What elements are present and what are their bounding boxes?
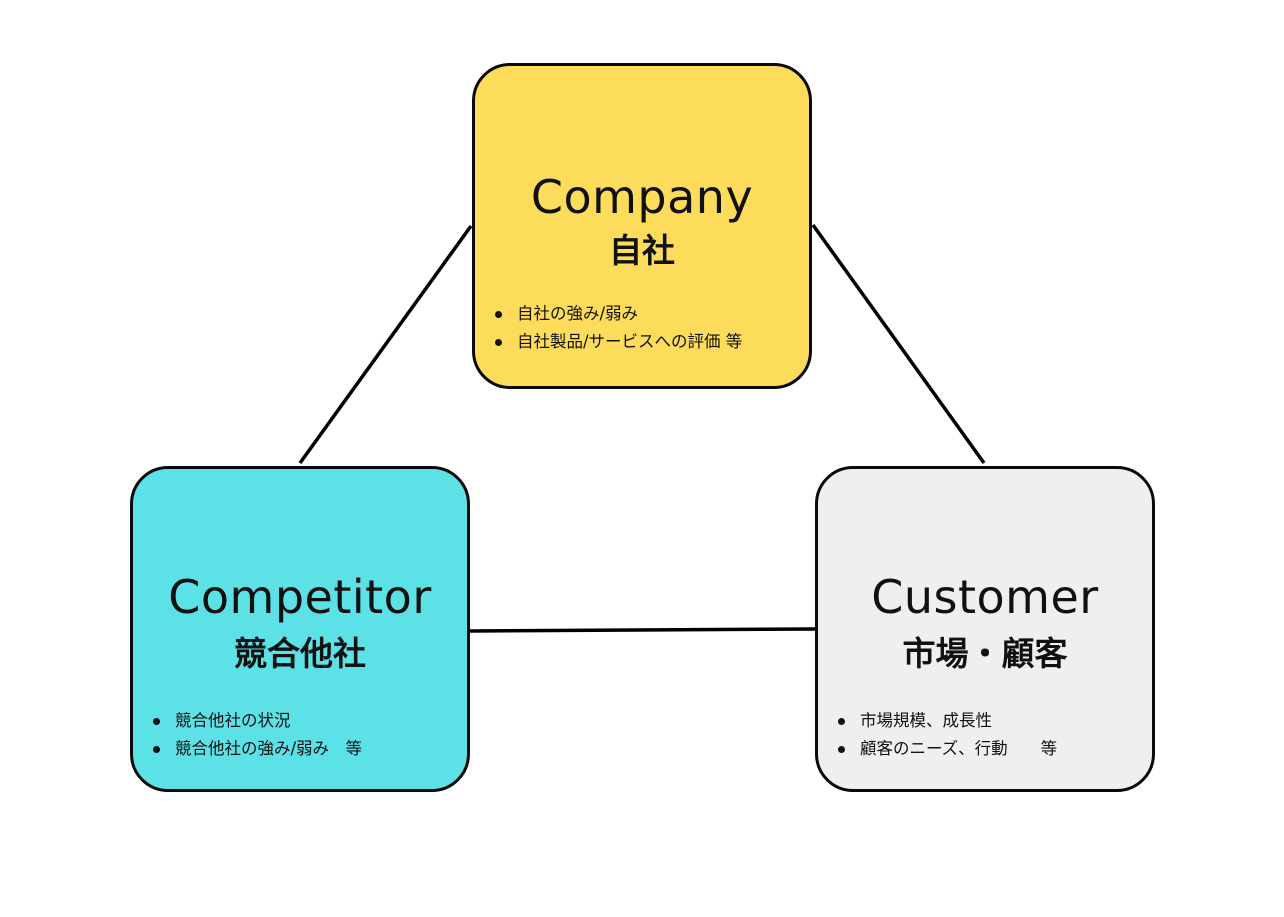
list-item: 自社製品/サービスへの評価 等 [495,328,809,356]
customer-title: Customer [871,570,1099,624]
competitor-subtitle: 競合他社 [234,634,366,673]
competitor-node: Competitor 競合他社 競合他社の状況 競合他社の強み/弱み 等 [130,466,470,792]
customer-item-list: 市場規模、成長性 顧客のニーズ、行動 等 [818,707,1152,763]
list-item: 競合他社の強み/弱み 等 [153,735,467,763]
company-item-list: 自社の強み/弱み 自社製品/サービスへの評価 等 [475,300,809,356]
company-node: Company 自社 自社の強み/弱み 自社製品/サービスへの評価 等 [472,63,812,389]
competitor-title: Competitor [168,570,432,624]
company-title: Company [530,170,754,224]
connector-competitor-customer [468,627,817,633]
list-item: 顧客のニーズ、行動 等 [838,735,1152,763]
connector-company-customer [811,223,986,465]
connector-company-competitor [298,224,473,465]
list-item: 競合他社の状況 [153,707,467,735]
customer-subtitle: 市場・顧客 [902,634,1068,673]
company-subtitle: 自社 [609,231,675,270]
customer-node: Customer 市場・顧客 市場規模、成長性 顧客のニーズ、行動 等 [815,466,1155,792]
competitor-item-list: 競合他社の状況 競合他社の強み/弱み 等 [133,707,467,763]
list-item: 自社の強み/弱み [495,300,809,328]
list-item: 市場規模、成長性 [838,707,1152,735]
